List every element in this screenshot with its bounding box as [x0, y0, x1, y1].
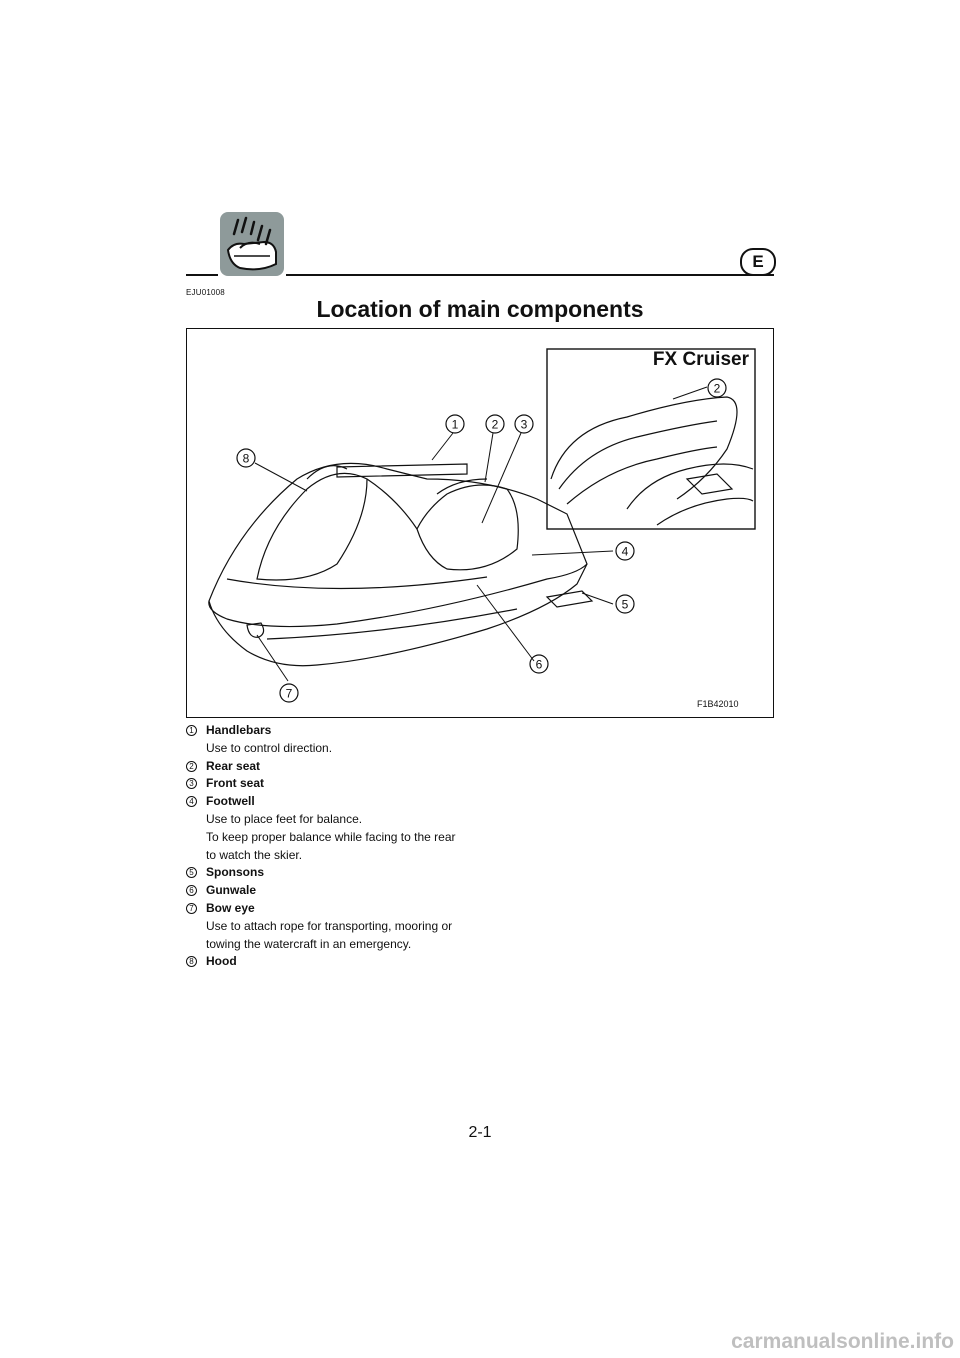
- callout-2: 2: [492, 418, 499, 432]
- legend-name: Sponsons: [206, 865, 264, 879]
- callout-4: 4: [622, 545, 629, 559]
- legend-number: 6: [186, 885, 197, 896]
- legend-description: To keep proper balance while facing to t…: [206, 829, 516, 847]
- callout-7: 7: [286, 687, 293, 701]
- language-badge: E: [740, 248, 776, 276]
- legend-number: 3: [186, 778, 197, 789]
- leader-lines: [255, 387, 707, 681]
- component-legend: 1 Handlebars Use to control direction. 2…: [186, 722, 516, 971]
- sponson-outline: [547, 591, 592, 607]
- legend-number: 5: [186, 867, 197, 878]
- legend-name: Front seat: [206, 776, 264, 790]
- legend-name: Footwell: [206, 794, 255, 808]
- callout-8: 8: [243, 452, 250, 466]
- legend-item: 1 Handlebars Use to control direction.: [186, 722, 516, 758]
- inset-label: FX Cruiser: [547, 349, 749, 371]
- legend-number: 4: [186, 796, 197, 807]
- figure-code: F1B42010: [697, 699, 739, 709]
- legend-name: Handlebars: [206, 723, 271, 737]
- watercraft-section-icon: [220, 212, 284, 276]
- legend-number: 8: [186, 956, 197, 967]
- legend-name: Bow eye: [206, 901, 255, 915]
- legend-description: to watch the skier.: [206, 847, 516, 865]
- callout-6: 6: [536, 658, 543, 672]
- legend-item: 4 Footwell Use to place feet for balance…: [186, 793, 516, 864]
- legend-item: 3 Front seat: [186, 775, 516, 793]
- legend-description: Use to attach rope for transporting, moo…: [206, 918, 516, 936]
- legend-description: towing the watercraft in an emergency.: [206, 936, 516, 954]
- component-diagram: 1 2 3 4 5 6 7 8 2 FX Cruiser F1B42010: [186, 328, 774, 718]
- page-number: 2-1: [0, 1124, 960, 1142]
- page-title: Location of main components: [186, 296, 774, 323]
- callout-circles: [237, 379, 726, 702]
- legend-name: Rear seat: [206, 759, 260, 773]
- legend-item: 5 Sponsons: [186, 864, 516, 882]
- legend-number: 7: [186, 903, 197, 914]
- legend-item: 7 Bow eye Use to attach rope for transpo…: [186, 900, 516, 953]
- inset-seat-drawing: [551, 397, 753, 525]
- legend-number: 1: [186, 725, 197, 736]
- legend-description: Use to place feet for balance.: [206, 811, 516, 829]
- callout-5: 5: [622, 598, 629, 612]
- legend-name: Gunwale: [206, 883, 256, 897]
- callout-1: 1: [452, 418, 459, 432]
- legend-number: 2: [186, 761, 197, 772]
- header-rule-left: [186, 274, 218, 276]
- header-rule-right: [286, 274, 774, 276]
- legend-item: 2 Rear seat: [186, 758, 516, 776]
- legend-item: 6 Gunwale: [186, 882, 516, 900]
- watercraft-drawing: [209, 463, 592, 665]
- legend-description: Use to control direction.: [206, 740, 516, 758]
- legend-item: 8 Hood: [186, 953, 516, 971]
- callout-3: 3: [521, 418, 528, 432]
- legend-name: Hood: [206, 954, 237, 968]
- watermark: carmanualsonline.info: [731, 1330, 954, 1354]
- inset-callout-2: 2: [714, 382, 721, 396]
